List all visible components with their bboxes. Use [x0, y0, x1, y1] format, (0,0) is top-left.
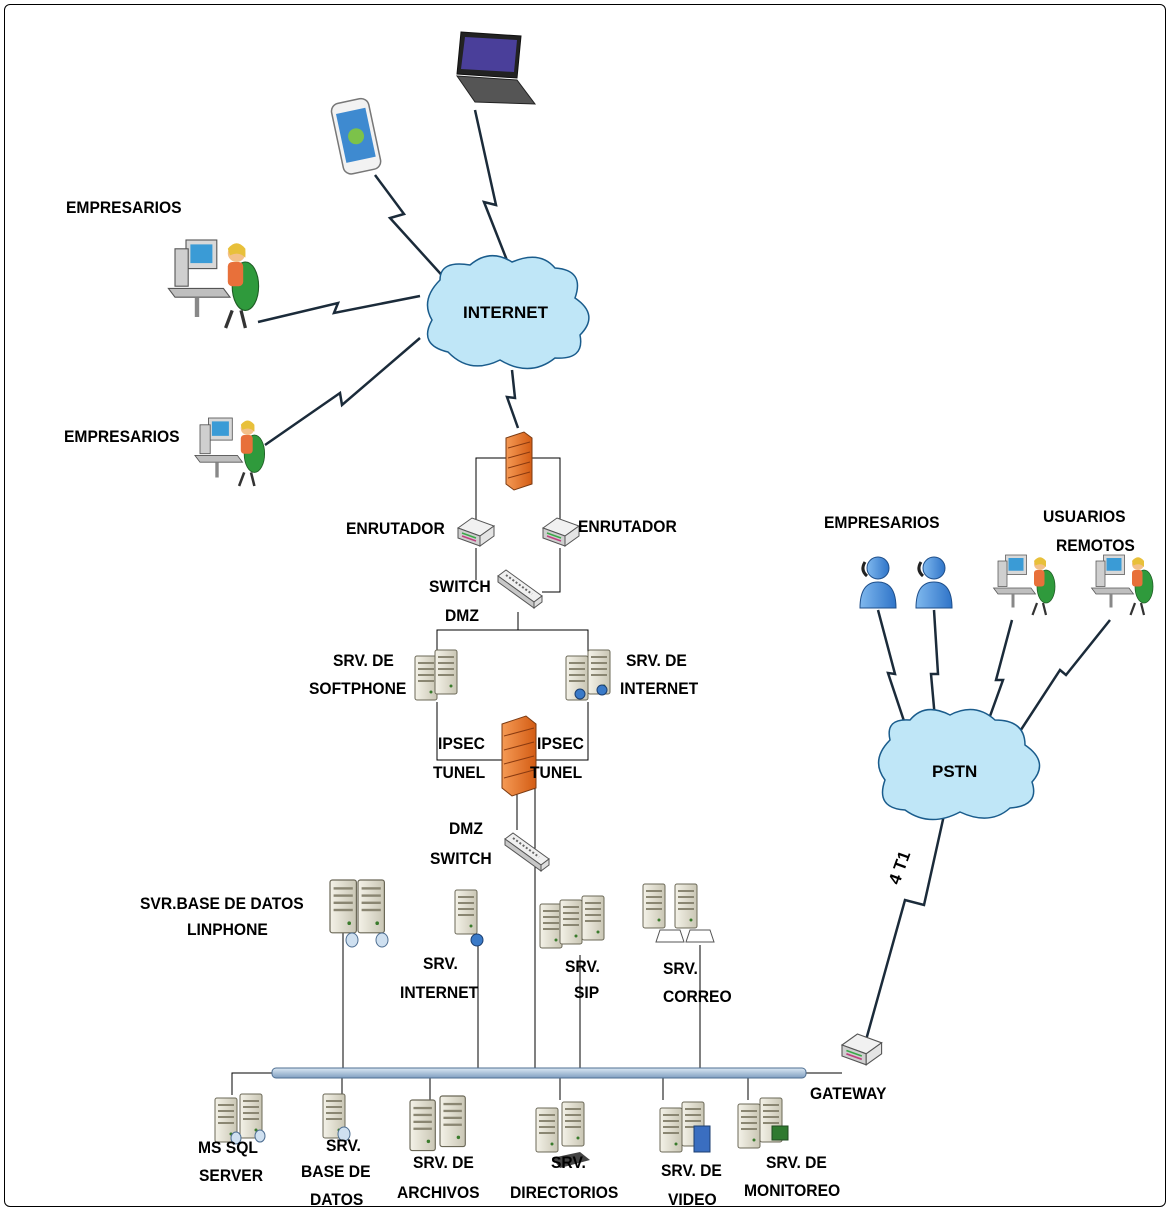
label-srv-softphone-2: SOFTPHONE	[309, 679, 407, 698]
label-usuarios: USUARIOS	[1043, 507, 1126, 526]
label-srv-directorios-2: DIRECTORIOS	[510, 1183, 619, 1202]
server-directorios-icon	[535, 1101, 590, 1168]
server-archivos-icon	[409, 1095, 466, 1152]
link-softphone-ipsec	[436, 702, 505, 761]
server-internet-dmz-icon	[565, 649, 611, 701]
label-ipsec-right-1: IPSEC	[537, 734, 584, 753]
link-pc1-internet	[257, 294, 421, 324]
server-basedatos-icon	[322, 1093, 351, 1142]
server-correo-icon	[642, 883, 715, 943]
label-dmz-switch-2: SWITCH	[430, 849, 492, 868]
link-bus-mssql	[231, 1072, 272, 1095]
switch-icon	[497, 569, 543, 609]
link-pc3-pstn	[983, 619, 1014, 731]
label-srv-correo-2: CORREO	[663, 987, 732, 1006]
label-srv-video-1: SRV. DE	[661, 1161, 722, 1180]
label-srv-sip-2: SIP	[574, 983, 600, 1002]
link-firewall-enrutador-right	[530, 457, 561, 520]
label-srv-softphone-1: SRV. DE	[333, 651, 394, 670]
label-empresarios-right: EMPRESARIOS	[824, 513, 940, 532]
switch-icon	[504, 832, 550, 872]
label-ipsec-left-1: IPSEC	[438, 734, 485, 753]
label-ipsec-right-2: TUNEL	[530, 763, 583, 782]
label-dmz: DMZ	[445, 606, 479, 625]
label-srv-video-2: VIDEO	[668, 1190, 717, 1209]
server-linphone-icon	[329, 879, 389, 948]
label-empresarios-top: EMPRESARIOS	[66, 198, 182, 217]
label-srv-sip-1: SRV.	[565, 957, 600, 976]
laptop-icon	[455, 31, 537, 105]
wireless-links	[257, 109, 1111, 1041]
link-pstn-gateway	[864, 814, 946, 1041]
link-switch-servers	[436, 612, 519, 660]
link-pc2-internet	[264, 337, 421, 447]
server-mssql-icon	[214, 1093, 266, 1145]
link-enrutador-right-switch	[542, 548, 561, 593]
label-remotos: REMOTOS	[1056, 536, 1135, 555]
wired-links	[231, 457, 842, 1100]
pc-user-icon	[992, 553, 1057, 617]
link-user1-pstn	[876, 609, 909, 731]
label-empresarios-left: EMPRESARIOS	[64, 427, 180, 446]
server-softphone-icon	[414, 649, 458, 701]
label-svr-linphone-1: SVR.BASE DE DATOS	[140, 894, 304, 913]
label-mssql-1: MS SQL	[198, 1138, 258, 1157]
label-srv-internet-2: INTERNET	[400, 983, 479, 1002]
label-pstn-cloud: PSTN	[932, 762, 978, 781]
internet-cloud	[426, 255, 590, 370]
link-pc4-pstn	[1011, 619, 1111, 743]
server-monitoreo-icon	[737, 1097, 789, 1149]
link-firewall-enrutador-left	[475, 457, 507, 520]
server-internet-icon	[454, 889, 484, 947]
pstn-cloud	[877, 708, 1041, 821]
firewall-icon	[501, 715, 537, 797]
label-srv-directorios-1: SRV.	[551, 1153, 586, 1172]
label-srv-archivos-1: SRV. DE	[413, 1153, 474, 1172]
pc-user-icon	[1090, 553, 1155, 617]
router-icon	[457, 517, 495, 547]
label-gateway: GATEWAY	[810, 1084, 887, 1103]
user-icon	[914, 555, 954, 610]
link-internet-firewall	[505, 369, 520, 429]
diagram-frame	[4, 4, 1166, 1207]
label-srv-correo-1: SRV.	[663, 959, 698, 978]
router-icon	[542, 517, 580, 547]
label-enrutador-right: ENRUTADOR	[578, 517, 677, 536]
label-dmz-switch-1: DMZ	[449, 819, 483, 838]
label-srv-base-1: SRV.	[326, 1136, 361, 1155]
server-sip-icon	[539, 895, 605, 949]
server-video-icon	[659, 1101, 711, 1153]
label-srv-monitoreo-2: MONITOREO	[744, 1181, 841, 1200]
lan-bus	[271, 1067, 807, 1079]
label-mssql-2: SERVER	[199, 1166, 264, 1185]
firewall-icon	[505, 431, 533, 491]
pc-user-icon	[193, 416, 266, 488]
label-switch: SWITCH	[429, 577, 491, 596]
label-srv-base-3: DATOS	[310, 1190, 364, 1209]
gateway-icon	[841, 1033, 883, 1066]
link-user2-pstn	[929, 609, 940, 731]
link-internet-ipsec	[530, 702, 589, 761]
link-laptop-internet	[473, 109, 512, 269]
label-svr-linphone-2: LINPHONE	[187, 920, 268, 939]
user-icon	[858, 555, 898, 610]
label-srv-internet-dmz-1: SRV. DE	[626, 651, 687, 670]
label-enrutador-left: ENRUTADOR	[346, 519, 445, 538]
label-srv-monitoreo-1: SRV. DE	[766, 1153, 827, 1172]
label-srv-internet-1: SRV.	[423, 954, 458, 973]
label-ipsec-left-2: TUNEL	[433, 763, 486, 782]
label-srv-archivos-2: ARCHIVOS	[397, 1183, 480, 1202]
pc-user-icon	[166, 238, 261, 330]
smartphone-icon	[330, 97, 382, 175]
label-internet-cloud: INTERNET	[463, 303, 548, 322]
link-phone-internet	[373, 174, 449, 283]
label-srv-internet-dmz-2: INTERNET	[620, 679, 699, 698]
label-srv-base-2: BASE DE	[301, 1162, 371, 1181]
